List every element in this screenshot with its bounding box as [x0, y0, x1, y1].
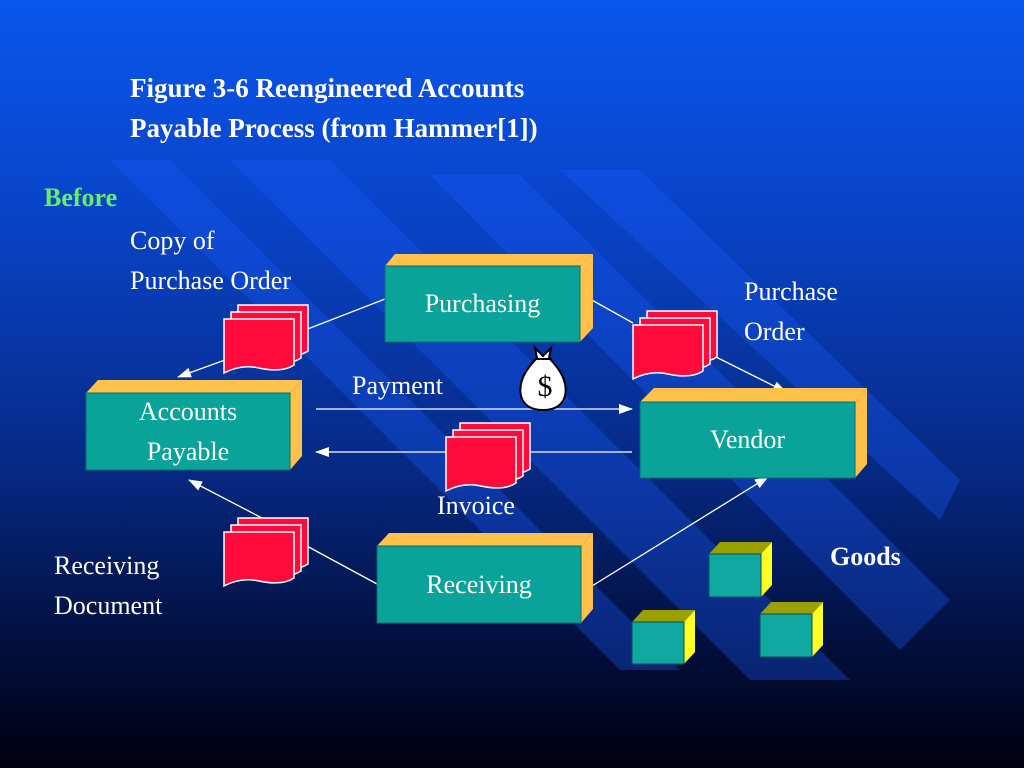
box-vendor [639, 388, 867, 479]
document-icon [632, 310, 718, 381]
goods-cube [708, 542, 772, 598]
box-face [639, 401, 856, 479]
document-stack-invoice [445, 422, 531, 493]
figure-title: Figure 3-6 Reengineered Accounts Payable… [130, 73, 538, 143]
arrow-receiving-doc-to-accounts-payable [188, 479, 263, 519]
box-top [385, 254, 593, 266]
copy-of-purchase-order-label: Copy of Purchase Order [130, 226, 291, 295]
box-face [376, 545, 582, 624]
document-icon [223, 304, 309, 375]
money-bag-icon: $ [519, 344, 567, 412]
purchase-order-label: Purchase Order [744, 277, 838, 346]
box-side [581, 533, 593, 623]
box-face [384, 265, 581, 343]
document-stack-receiving [223, 517, 309, 588]
document-icon [223, 517, 309, 588]
box-purchasing [384, 254, 593, 343]
goods-label: Goods [830, 542, 901, 571]
before-label: Before [44, 183, 118, 212]
connector-receiving-to-receiving-doc [304, 544, 378, 585]
box-top [640, 388, 867, 402]
document-stack-copy-po [223, 304, 309, 375]
box-side [290, 380, 302, 470]
box-side [855, 388, 867, 478]
vendor-box-label: Vendor [709, 425, 786, 454]
accounts-payable-box-label: Accounts Payable [138, 396, 238, 466]
connector-purchasing-to-copy-doc [304, 298, 386, 331]
connector-purchasing-to-po-doc [589, 298, 634, 324]
goods-cube [631, 610, 695, 665]
box-side [580, 254, 593, 342]
box-top [86, 380, 302, 393]
document-icon [445, 422, 531, 493]
box-top [377, 533, 593, 546]
arrow-po-doc-to-vendor [711, 354, 787, 393]
connectors [177, 298, 787, 587]
document-stack-purchase-order [632, 310, 718, 381]
purchasing-box-label: Purchasing [424, 289, 541, 318]
arrow-receiving-to-vendor [591, 476, 769, 587]
arrow-copy-doc-to-accounts-payable [177, 359, 226, 378]
receiving-box-label: Receiving [426, 569, 532, 599]
box-face [85, 392, 291, 471]
box-receiving [376, 533, 593, 624]
payment-label: Payment [352, 371, 443, 400]
box-accounts-payable [85, 380, 302, 471]
goods-cube [759, 602, 823, 658]
receiving-document-label: Receiving Document [54, 551, 163, 620]
money-symbol: $ [538, 370, 553, 403]
invoice-label: Invoice [437, 491, 515, 520]
